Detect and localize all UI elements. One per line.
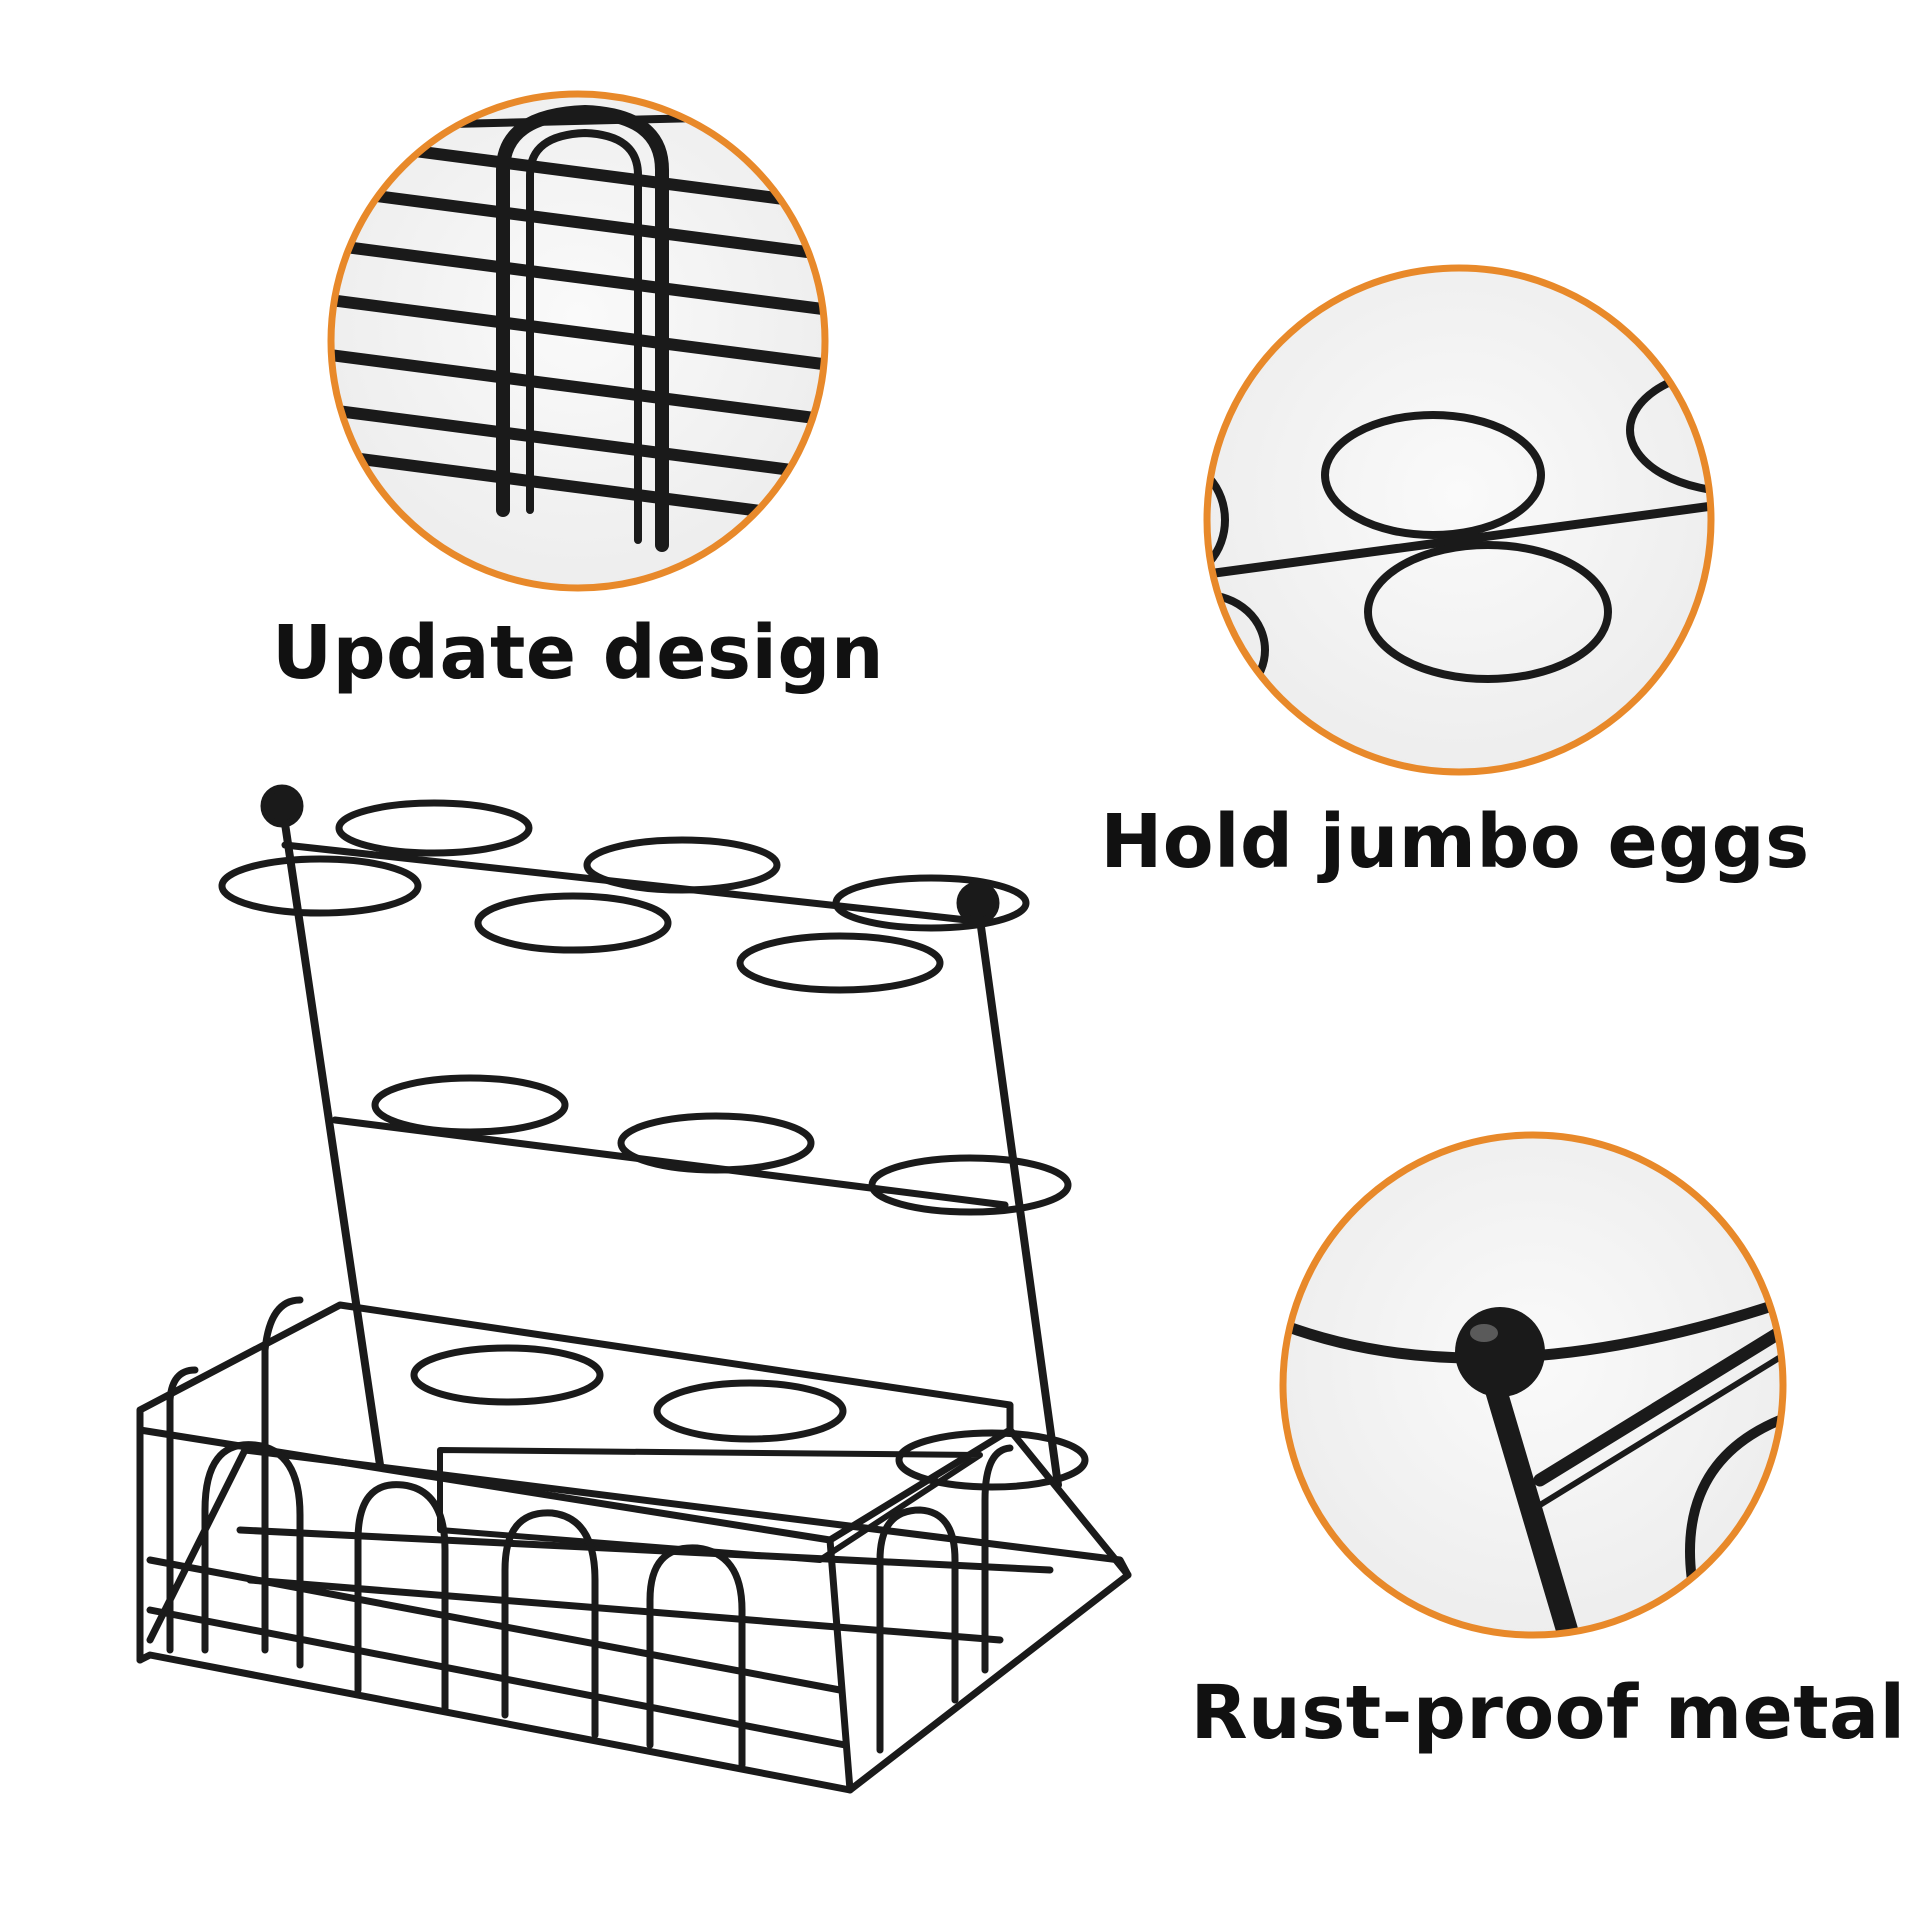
egg-holder-rack-icon (136, 784, 1132, 1794)
feature-label-hold-jumbo-eggs: Hold jumbo eggs (1100, 799, 1810, 885)
handle-closeup-icon (327, 90, 829, 592)
feature-label-rust-proof-metal: Rust-proof metal (1190, 1670, 1906, 1756)
egg-rings-closeup-icon (1203, 264, 1715, 776)
ball-finial-closeup-icon (1279, 1131, 1787, 1639)
feature-label-update-design: Update design (271, 610, 885, 696)
